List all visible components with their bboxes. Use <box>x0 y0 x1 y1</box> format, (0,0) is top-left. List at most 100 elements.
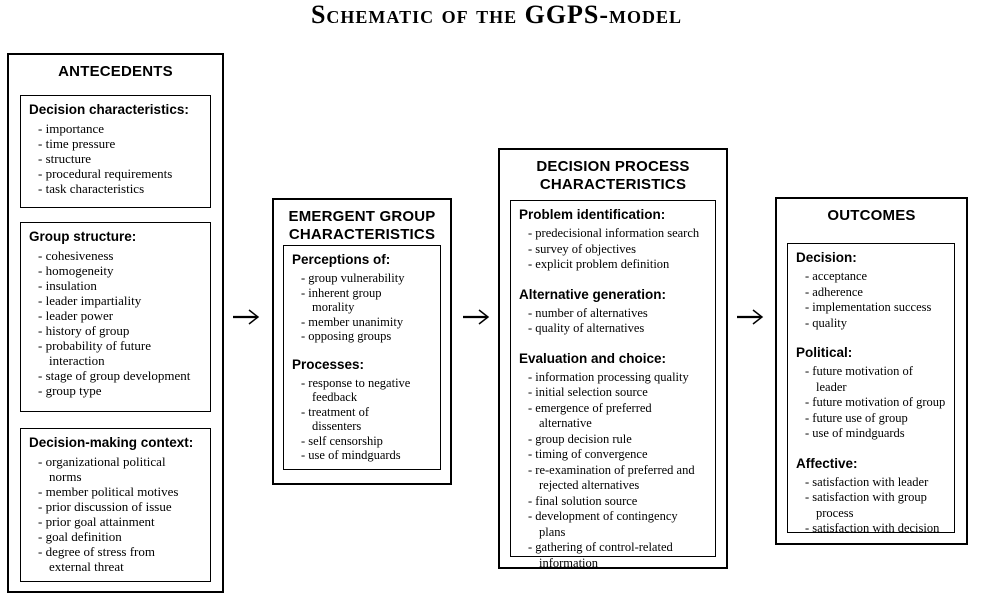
group-political: Political: future motivation of leaderfu… <box>796 345 948 442</box>
group-decision: Decision: acceptanceadherenceimplementat… <box>796 250 948 331</box>
list-item: satisfaction with leader <box>796 475 948 491</box>
column-outcomes: OUTCOMES Decision: acceptanceadherenceim… <box>775 197 968 545</box>
group-problem-identification: Problem identification: predecisional in… <box>519 207 709 273</box>
column-header-decision-process: DECISION PROCESS CHARACTERISTICS <box>536 158 690 193</box>
list-item: stage of group development <box>29 368 204 383</box>
list-item: member unanimity <box>292 315 426 330</box>
items-list: future motivation of leaderfuture motiva… <box>796 364 948 442</box>
list-item: emergence of preferred alternative <box>519 401 709 432</box>
list-item: inherent group morality <box>292 286 426 315</box>
box-decision-process: Problem identification: predecisional in… <box>510 200 716 570</box>
box-group-structure: Group structure: cohesivenesshomogeneity… <box>20 222 211 412</box>
list-item: response to negative feedback <box>292 376 426 405</box>
group-heading: Evaluation and choice: <box>519 350 667 366</box>
group-group-structure: Group structure: cohesivenesshomogeneity… <box>29 229 204 398</box>
list-item: self censorship <box>292 434 426 449</box>
list-item: importance <box>29 121 204 136</box>
list-item: treatment of dissenters <box>292 405 426 434</box>
list-item: use of mindguards <box>292 448 426 463</box>
list-item: task characteristics <box>29 181 204 196</box>
group-heading: Affective: <box>796 455 858 471</box>
list-item: member political motives <box>29 484 204 499</box>
list-item: gathering of control-related information <box>519 540 709 571</box>
items-list: satisfaction with leadersatisfaction wit… <box>796 475 948 537</box>
list-item: prior goal attainment <box>29 514 204 529</box>
list-item: timing of convergence <box>519 447 709 463</box>
column-header-outcomes: OUTCOMES <box>827 207 916 224</box>
list-item: procedural requirements <box>29 166 204 181</box>
group-decision-making-context: Decision-making context: organizational … <box>29 435 204 574</box>
group-heading: Alternative generation: <box>519 286 667 302</box>
list-item: re-examination of preferred and rejected… <box>519 463 709 494</box>
list-item: prior discussion of issue <box>29 499 204 514</box>
column-header-antecedents: ANTECEDENTS <box>58 63 173 80</box>
list-item: quality <box>796 316 948 332</box>
group-heading: Processes: <box>292 356 365 372</box>
list-item: predecisional information search <box>519 226 709 242</box>
items-list: organizational political normsmember pol… <box>29 454 204 574</box>
list-item: development of contingency plans <box>519 509 709 540</box>
box-emergent-group: Perceptions of: group vulnerabilityinher… <box>283 245 441 470</box>
list-item: leader power <box>29 308 204 323</box>
group-heading: Perceptions of: <box>292 252 391 267</box>
list-item: homogeneity <box>29 263 204 278</box>
group-heading: Decision-making context: <box>29 435 194 450</box>
group-heading: Decision characteristics: <box>29 102 189 117</box>
list-item: implementation success <box>796 300 948 316</box>
list-item: information processing quality <box>519 370 709 386</box>
list-item: use of mindguards <box>796 426 948 442</box>
page-title-lead: Schematic of the <box>310 0 525 29</box>
items-list: information processing qualityinitial se… <box>519 370 709 572</box>
group-heading: Decision: <box>796 250 857 265</box>
column-decision-process-characteristics: DECISION PROCESS CHARACTERISTICS Problem… <box>498 148 728 570</box>
list-item: degree of stress from external threat <box>29 544 204 574</box>
group-affective: Affective: satisfaction with leadersatis… <box>796 456 948 537</box>
list-item: group decision rule <box>519 432 709 448</box>
list-item: structure <box>29 151 204 166</box>
list-item: cohesiveness <box>29 248 204 263</box>
list-item: history of group <box>29 323 204 338</box>
list-item: survey of objectives <box>519 242 709 258</box>
group-heading: Problem identification: <box>519 207 666 222</box>
items-list: cohesivenesshomogeneityinsulationleader … <box>29 248 204 398</box>
list-item: opposing groups <box>292 329 426 344</box>
list-item: insulation <box>29 278 204 293</box>
box-outcomes: Decision: acceptanceadherenceimplementat… <box>787 243 955 535</box>
list-item: future use of group <box>796 411 948 427</box>
list-item: organizational political norms <box>29 454 204 484</box>
group-heading: Group structure: <box>29 229 137 244</box>
list-item: probability of future interaction <box>29 338 204 368</box>
column-emergent-group-characteristics: EMERGENT GROUP CHARACTERISTICS Perceptio… <box>272 198 452 485</box>
items-list: number of alternativesquality of alterna… <box>519 306 709 337</box>
page-title: Schematic of the GGPS-model <box>0 0 993 30</box>
items-list: importancetime pressurestructureprocedur… <box>29 121 204 196</box>
list-item: satisfaction with group process <box>796 490 948 521</box>
items-list: response to negative feedbacktreatment o… <box>292 376 426 463</box>
list-item: leader impartiality <box>29 293 204 308</box>
list-item: time pressure <box>29 136 204 151</box>
items-list: group vulnerabilityinherent group morali… <box>292 271 426 344</box>
group-alternative-generation: Alternative generation: number of altern… <box>519 287 709 337</box>
page-title-emphasis: GGPS-model <box>524 0 683 29</box>
list-item: adherence <box>796 285 948 301</box>
items-list: acceptanceadherenceimplementation succes… <box>796 269 948 331</box>
list-item: initial selection source <box>519 385 709 401</box>
list-item: explicit problem definition <box>519 257 709 273</box>
group-evaluation-and-choice: Evaluation and choice: information proce… <box>519 351 709 572</box>
list-item: acceptance <box>796 269 948 285</box>
box-decision-characteristics: Decision characteristics: importancetime… <box>20 95 211 208</box>
list-item: future motivation of group <box>796 395 948 411</box>
group-decision-characteristics: Decision characteristics: importancetime… <box>29 102 204 196</box>
arrow-right-icon <box>463 309 490 325</box>
column-header-emergent-group: EMERGENT GROUP CHARACTERISTICS <box>288 208 436 243</box>
list-item: satisfaction with decision <box>796 521 948 537</box>
list-item: group vulnerability <box>292 271 426 286</box>
column-antecedents: ANTECEDENTS Decision characteristics: im… <box>7 53 224 593</box>
group-perceptions: Perceptions of: group vulnerabilityinher… <box>292 252 426 344</box>
list-item: future motivation of leader <box>796 364 948 395</box>
group-processes: Processes: response to negative feedback… <box>292 357 426 463</box>
arrow-right-icon <box>737 309 764 325</box>
list-item: goal definition <box>29 529 204 544</box>
list-item: final solution source <box>519 494 709 510</box>
